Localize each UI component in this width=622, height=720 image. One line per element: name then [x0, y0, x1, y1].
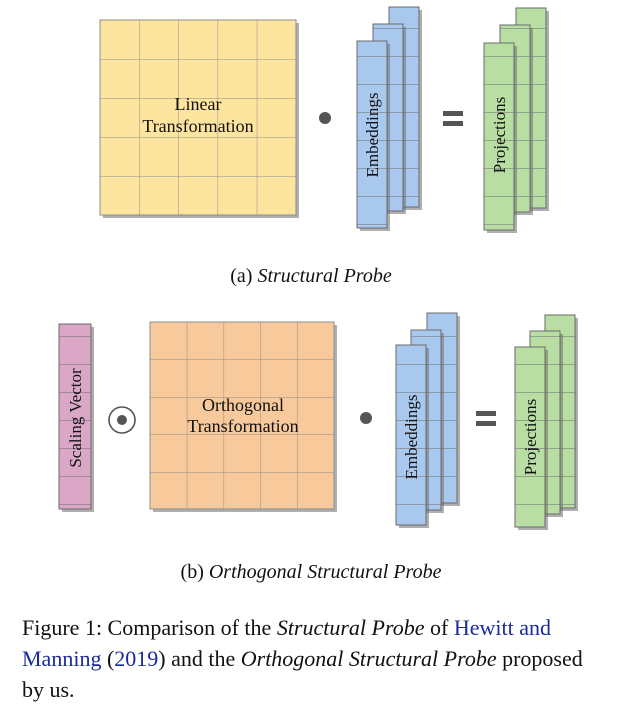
dot-product-operator-b — [360, 412, 372, 424]
equals-operator — [443, 111, 463, 126]
elementwise-product-operator — [108, 406, 136, 434]
caption-tail: proposed by us. — [22, 646, 583, 702]
equals-operator-b — [476, 411, 496, 426]
linear-label-line1: Linear — [175, 94, 222, 114]
caption-lead: Figure 1: Comparison of the — [22, 615, 277, 640]
projections-stack-b: Projections — [514, 314, 578, 530]
scaling-vector-label: Scaling Vector — [66, 368, 85, 468]
embeddings-label-a: Embeddings — [363, 93, 382, 178]
scaling-vector: Scaling Vector — [58, 323, 94, 512]
panel-b-sublabel-title: Orthogonal Structural Probe — [208, 561, 442, 583]
orthogonal-label-line1: Orthogonal — [202, 395, 284, 415]
diagram-canvas: Linear Transformation Embeddings — [58, 6, 578, 530]
linear-transformation-matrix: Linear Transformation — [99, 19, 299, 218]
panel-a-sublabel-title: Structural Probe — [257, 265, 392, 287]
embeddings-stack-b: Embeddings — [395, 312, 460, 528]
projections-stack: Projections — [483, 7, 549, 233]
citation-year-link[interactable]: 2019 — [114, 646, 159, 671]
projections-label-a: Projections — [490, 97, 509, 174]
orthogonal-transformation-matrix: Orthogonal Transformation — [149, 321, 337, 512]
caption-mid2: ( — [101, 646, 115, 671]
panel-b-sublabel: (b) Orthogonal Structural Probe — [0, 561, 622, 584]
embeddings-stack: Embeddings — [356, 6, 422, 231]
projections-label-b: Projections — [521, 399, 540, 476]
citation-author-link[interactable]: Hewitt and Manning — [22, 615, 551, 671]
caption-mid3: ) and the — [158, 646, 241, 671]
figure-caption: Figure 1: Comparison of the Structural P… — [22, 612, 604, 705]
caption-mid1: of — [424, 615, 454, 640]
orthogonal-label-line2: Transformation — [187, 416, 298, 436]
dot-product-operator — [319, 112, 331, 124]
panel-b-sublabel-prefix: (b) — [180, 561, 209, 583]
linear-label-line2: Transformation — [142, 116, 253, 136]
embeddings-label-b: Embeddings — [402, 395, 421, 480]
caption-term-orthogonal-probe: Orthogonal Structural Probe — [240, 646, 497, 671]
panel-a-sublabel-prefix: (a) — [230, 265, 258, 287]
caption-term-structural-probe: Structural Probe — [276, 615, 425, 640]
panel-a-sublabel: (a) Structural Probe — [0, 265, 622, 288]
